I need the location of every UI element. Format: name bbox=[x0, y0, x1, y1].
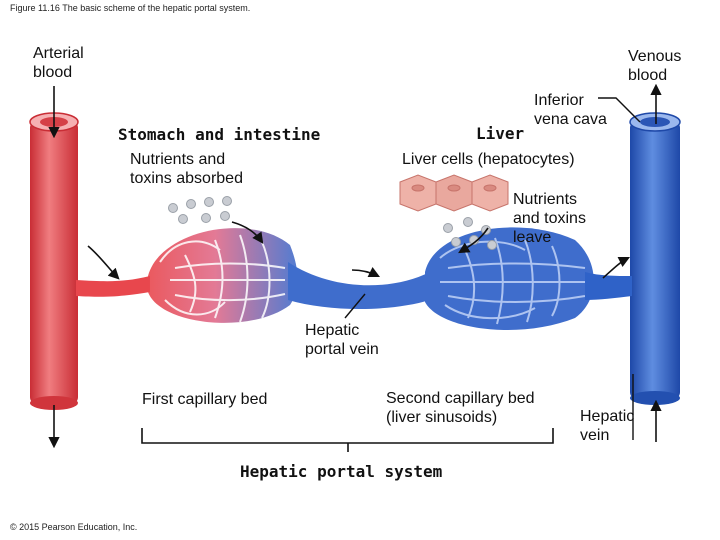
label-liver: Liver bbox=[476, 124, 525, 143]
vena-cava-leader bbox=[598, 97, 641, 123]
label-arterial-blood-line-2: blood bbox=[33, 64, 73, 81]
label-venous-blood: Venous blood bbox=[628, 47, 681, 85]
artery-to-bed-arrow bbox=[87, 245, 120, 280]
label-hepatic-portal-system: Hepatic portal system bbox=[240, 462, 443, 481]
label-second-bed-line-2: (liver sinusoids) bbox=[386, 409, 498, 426]
label-stomach-intestine: Stomach and intestine bbox=[118, 125, 321, 144]
portal-vein-leader bbox=[344, 293, 366, 319]
label-inferior-vena-cava: Inferior vena cava bbox=[534, 91, 607, 129]
label-leave-line-3: leave bbox=[513, 229, 552, 246]
label-hepatic-portal-vein: Hepatic portal vein bbox=[305, 321, 379, 359]
venous-outflow-arrow bbox=[602, 256, 631, 279]
portal-vein-segment bbox=[288, 262, 430, 309]
flow-arrows bbox=[48, 83, 662, 449]
figure-caption: Figure 11.16 The basic scheme of the hep… bbox=[10, 3, 251, 13]
label-nutrients-leave: Nutrients and toxins leave bbox=[513, 190, 586, 247]
label-hepatic-vein-line-2: vein bbox=[580, 427, 610, 444]
portal-system-bracket bbox=[141, 428, 554, 452]
label-leave-line-1: Nutrients bbox=[513, 191, 578, 208]
label-absorbed-line-1: Nutrients and bbox=[130, 151, 226, 168]
absorbed-particles bbox=[168, 196, 232, 224]
label-arterial-blood: Arterial blood bbox=[33, 44, 84, 82]
label-leave-line-2: and toxins bbox=[513, 210, 586, 227]
label-arterial-blood-line-1: Arterial bbox=[33, 45, 84, 62]
label-portal-vein-line-2: portal vein bbox=[305, 341, 379, 358]
label-absorbed-line-2: toxins absorbed bbox=[130, 170, 243, 187]
label-nutrients-absorbed: Nutrients and toxins absorbed bbox=[130, 150, 243, 188]
leaving-particles bbox=[443, 217, 497, 250]
leave-arrow bbox=[458, 227, 489, 254]
label-venous-blood-line-2: blood bbox=[628, 67, 668, 84]
label-venous-blood-line-1: Venous bbox=[628, 48, 682, 65]
label-vena-cava-line-2: vena cava bbox=[534, 111, 607, 128]
label-liver-cells: Liver cells (hepatocytes) bbox=[402, 151, 575, 168]
label-hepatic-vein-line-1: Hepatic bbox=[580, 408, 635, 425]
label-vena-cava-line-1: Inferior bbox=[534, 92, 584, 109]
vein-vessel bbox=[629, 112, 681, 405]
label-second-capillary-bed: Second capillary bed (liver sinusoids) bbox=[386, 389, 535, 427]
hepatic-vein-segment bbox=[585, 272, 632, 300]
hepatocytes bbox=[399, 174, 509, 212]
label-hepatic-vein: Hepatic vein bbox=[580, 407, 634, 445]
first-capillary-bed bbox=[148, 228, 298, 323]
copyright: © 2015 Pearson Education, Inc. bbox=[10, 522, 138, 532]
label-portal-vein-line-1: Hepatic bbox=[305, 322, 360, 339]
leader-lines bbox=[344, 97, 641, 440]
artery-vessel bbox=[29, 112, 79, 410]
artery-branch bbox=[76, 276, 150, 297]
label-first-capillary-bed: First capillary bed bbox=[142, 391, 268, 408]
absorption-arrow bbox=[231, 221, 264, 244]
label-second-bed-line-1: Second capillary bed bbox=[386, 390, 535, 407]
portal-flow-arrow bbox=[351, 266, 381, 278]
